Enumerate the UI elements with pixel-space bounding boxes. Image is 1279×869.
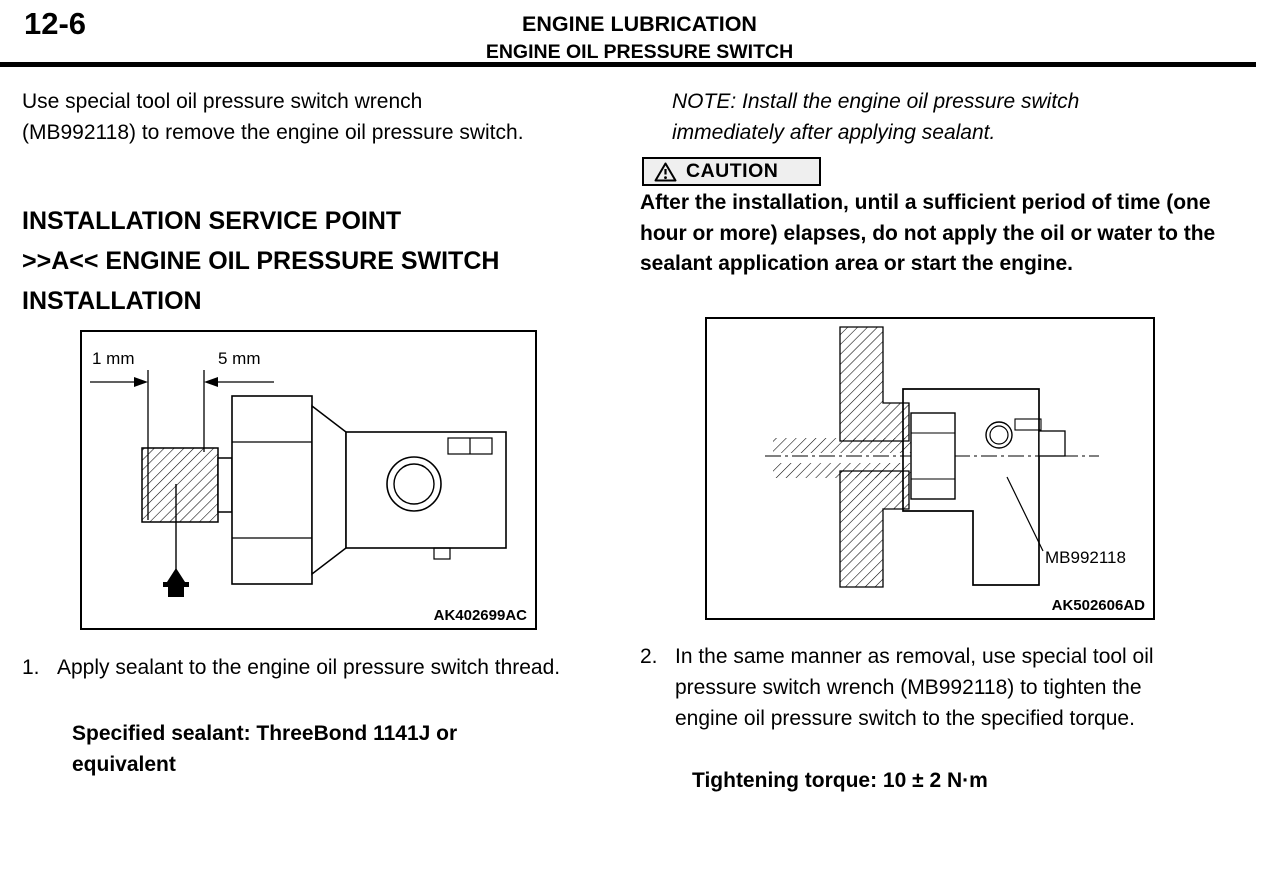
torque-spec: Tightening torque: 10 ± 2 N·m [692, 769, 988, 792]
dimension-label-5mm: 5 mm [218, 349, 261, 368]
tool-label: MB992118 [1045, 548, 1126, 567]
step-1-number: 1. [22, 656, 40, 679]
special-tool-outline [902, 388, 1040, 586]
sealant-applicator-icon [163, 568, 189, 597]
caution-text: After the installation, until a sufficie… [640, 191, 1216, 275]
note-paragraph: NOTE: Install the engine oil pressure sw… [672, 90, 1080, 144]
figure-code: AK402699AC [433, 607, 527, 624]
wall-section-upper [839, 326, 910, 442]
chapter-title: ENGINE LUBRICATION [522, 12, 757, 36]
sealant-spec: Specified sealant: ThreeBond 1141J or eq… [72, 722, 458, 776]
special-tool-diagram: MB992118 [765, 326, 1126, 588]
header-rule [0, 62, 1256, 67]
dimension-label-1mm: 1 mm [92, 349, 135, 368]
step-1-text: Apply sealant to the engine oil pressure… [57, 656, 561, 679]
oil-pressure-switch-diagram: 1 mm 5 mm [90, 349, 507, 597]
figure-special-tool: MB992118 AK502606AD [705, 317, 1155, 620]
figure-code: AK502606AD [1051, 597, 1145, 614]
intro-paragraph: Use special tool oil pressure switch wre… [22, 90, 524, 144]
warning-icon [654, 162, 677, 181]
caution-box: CAUTION [642, 157, 821, 186]
caution-label: CAUTION [686, 160, 779, 182]
page-number: 12-6 [24, 6, 87, 41]
step-2: 2. In the same manner as removal, use sp… [640, 641, 1202, 734]
section-title: ENGINE OIL PRESSURE SWITCH [485, 41, 794, 63]
installation-heading-line2: >>A<< ENGINE OIL PRESSURE SWITCH INSTALL… [22, 247, 500, 315]
page-header: ENGINE LUBRICATION ENGINE OIL PRESSURE S… [0, 12, 1279, 64]
step-1: 1. Apply sealant to the engine oil press… [22, 652, 578, 683]
step-2-text: In the same manner as removal, use speci… [675, 645, 1154, 730]
installation-heading: INSTALLATION SERVICE POINT >>A<< ENGINE … [22, 201, 622, 321]
wall-section-lower [839, 470, 910, 588]
installation-heading-line1: INSTALLATION SERVICE POINT [22, 207, 402, 235]
figure-oil-pressure-switch: 1 mm 5 mm [80, 330, 537, 630]
step-2-number: 2. [640, 645, 658, 668]
